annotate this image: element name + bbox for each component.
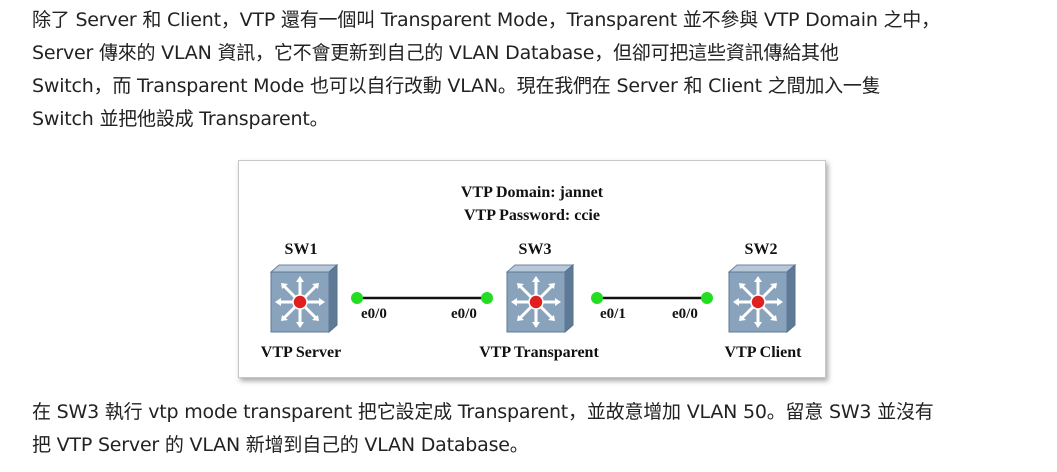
paragraph-line: 除了 Server 和 Client，VTP 還有一個叫 Transparent… (32, 9, 940, 31)
switch-name-sw3: SW3 (519, 241, 552, 258)
switch-icon-sw1 (269, 263, 339, 334)
vtp-topology-diagram: VTP Domain: jannet VTP Password: ccie SW… (238, 160, 826, 378)
role-label-sw1: VTP Server (261, 344, 341, 361)
port-label-sw2-e00: e0/0 (672, 306, 698, 322)
switch-icon-sw3 (505, 263, 575, 334)
vtp-domain-label: VTP Domain: jannet (461, 184, 604, 201)
topology-canvas: VTP Domain: jannet VTP Password: ccie SW… (261, 184, 803, 361)
port-label-sw3-e00: e0/0 (451, 306, 477, 322)
port-dot (351, 292, 363, 304)
paragraph-line: Server 傳來的 VLAN 資訊，它不會更新到自己的 VLAN Databa… (32, 42, 839, 64)
switch-name-sw2: SW2 (745, 241, 778, 258)
intro-paragraph: 除了 Server 和 Client，VTP 還有一個叫 Transparent… (32, 4, 1043, 136)
paragraph-line: Switch 並把他設成 Transparent。 (32, 108, 329, 130)
port-dot (591, 292, 603, 304)
role-label-sw2: VTP Client (725, 344, 803, 361)
role-label-sw3: VTP Transparent (479, 344, 599, 361)
port-dot (701, 292, 713, 304)
switch-name-sw1: SW1 (285, 241, 318, 258)
paragraph-line: 在 SW3 執行 vtp mode transparent 把它設定成 Tran… (32, 401, 934, 423)
paragraph-line: 把 VTP Server 的 VLAN 新增到自己的 VLAN Database… (32, 434, 529, 456)
port-label-sw1-e00: e0/0 (361, 306, 387, 322)
followup-paragraph: 在 SW3 執行 vtp mode transparent 把它設定成 Tran… (32, 396, 1043, 462)
port-dot (481, 292, 493, 304)
switch-icon-sw2 (727, 263, 797, 334)
paragraph-line: Switch，而 Transparent Mode 也可以自行改動 VLAN。現… (32, 75, 881, 97)
port-label-sw3-e01: e0/1 (600, 306, 626, 322)
vtp-password-label: VTP Password: ccie (464, 207, 600, 224)
